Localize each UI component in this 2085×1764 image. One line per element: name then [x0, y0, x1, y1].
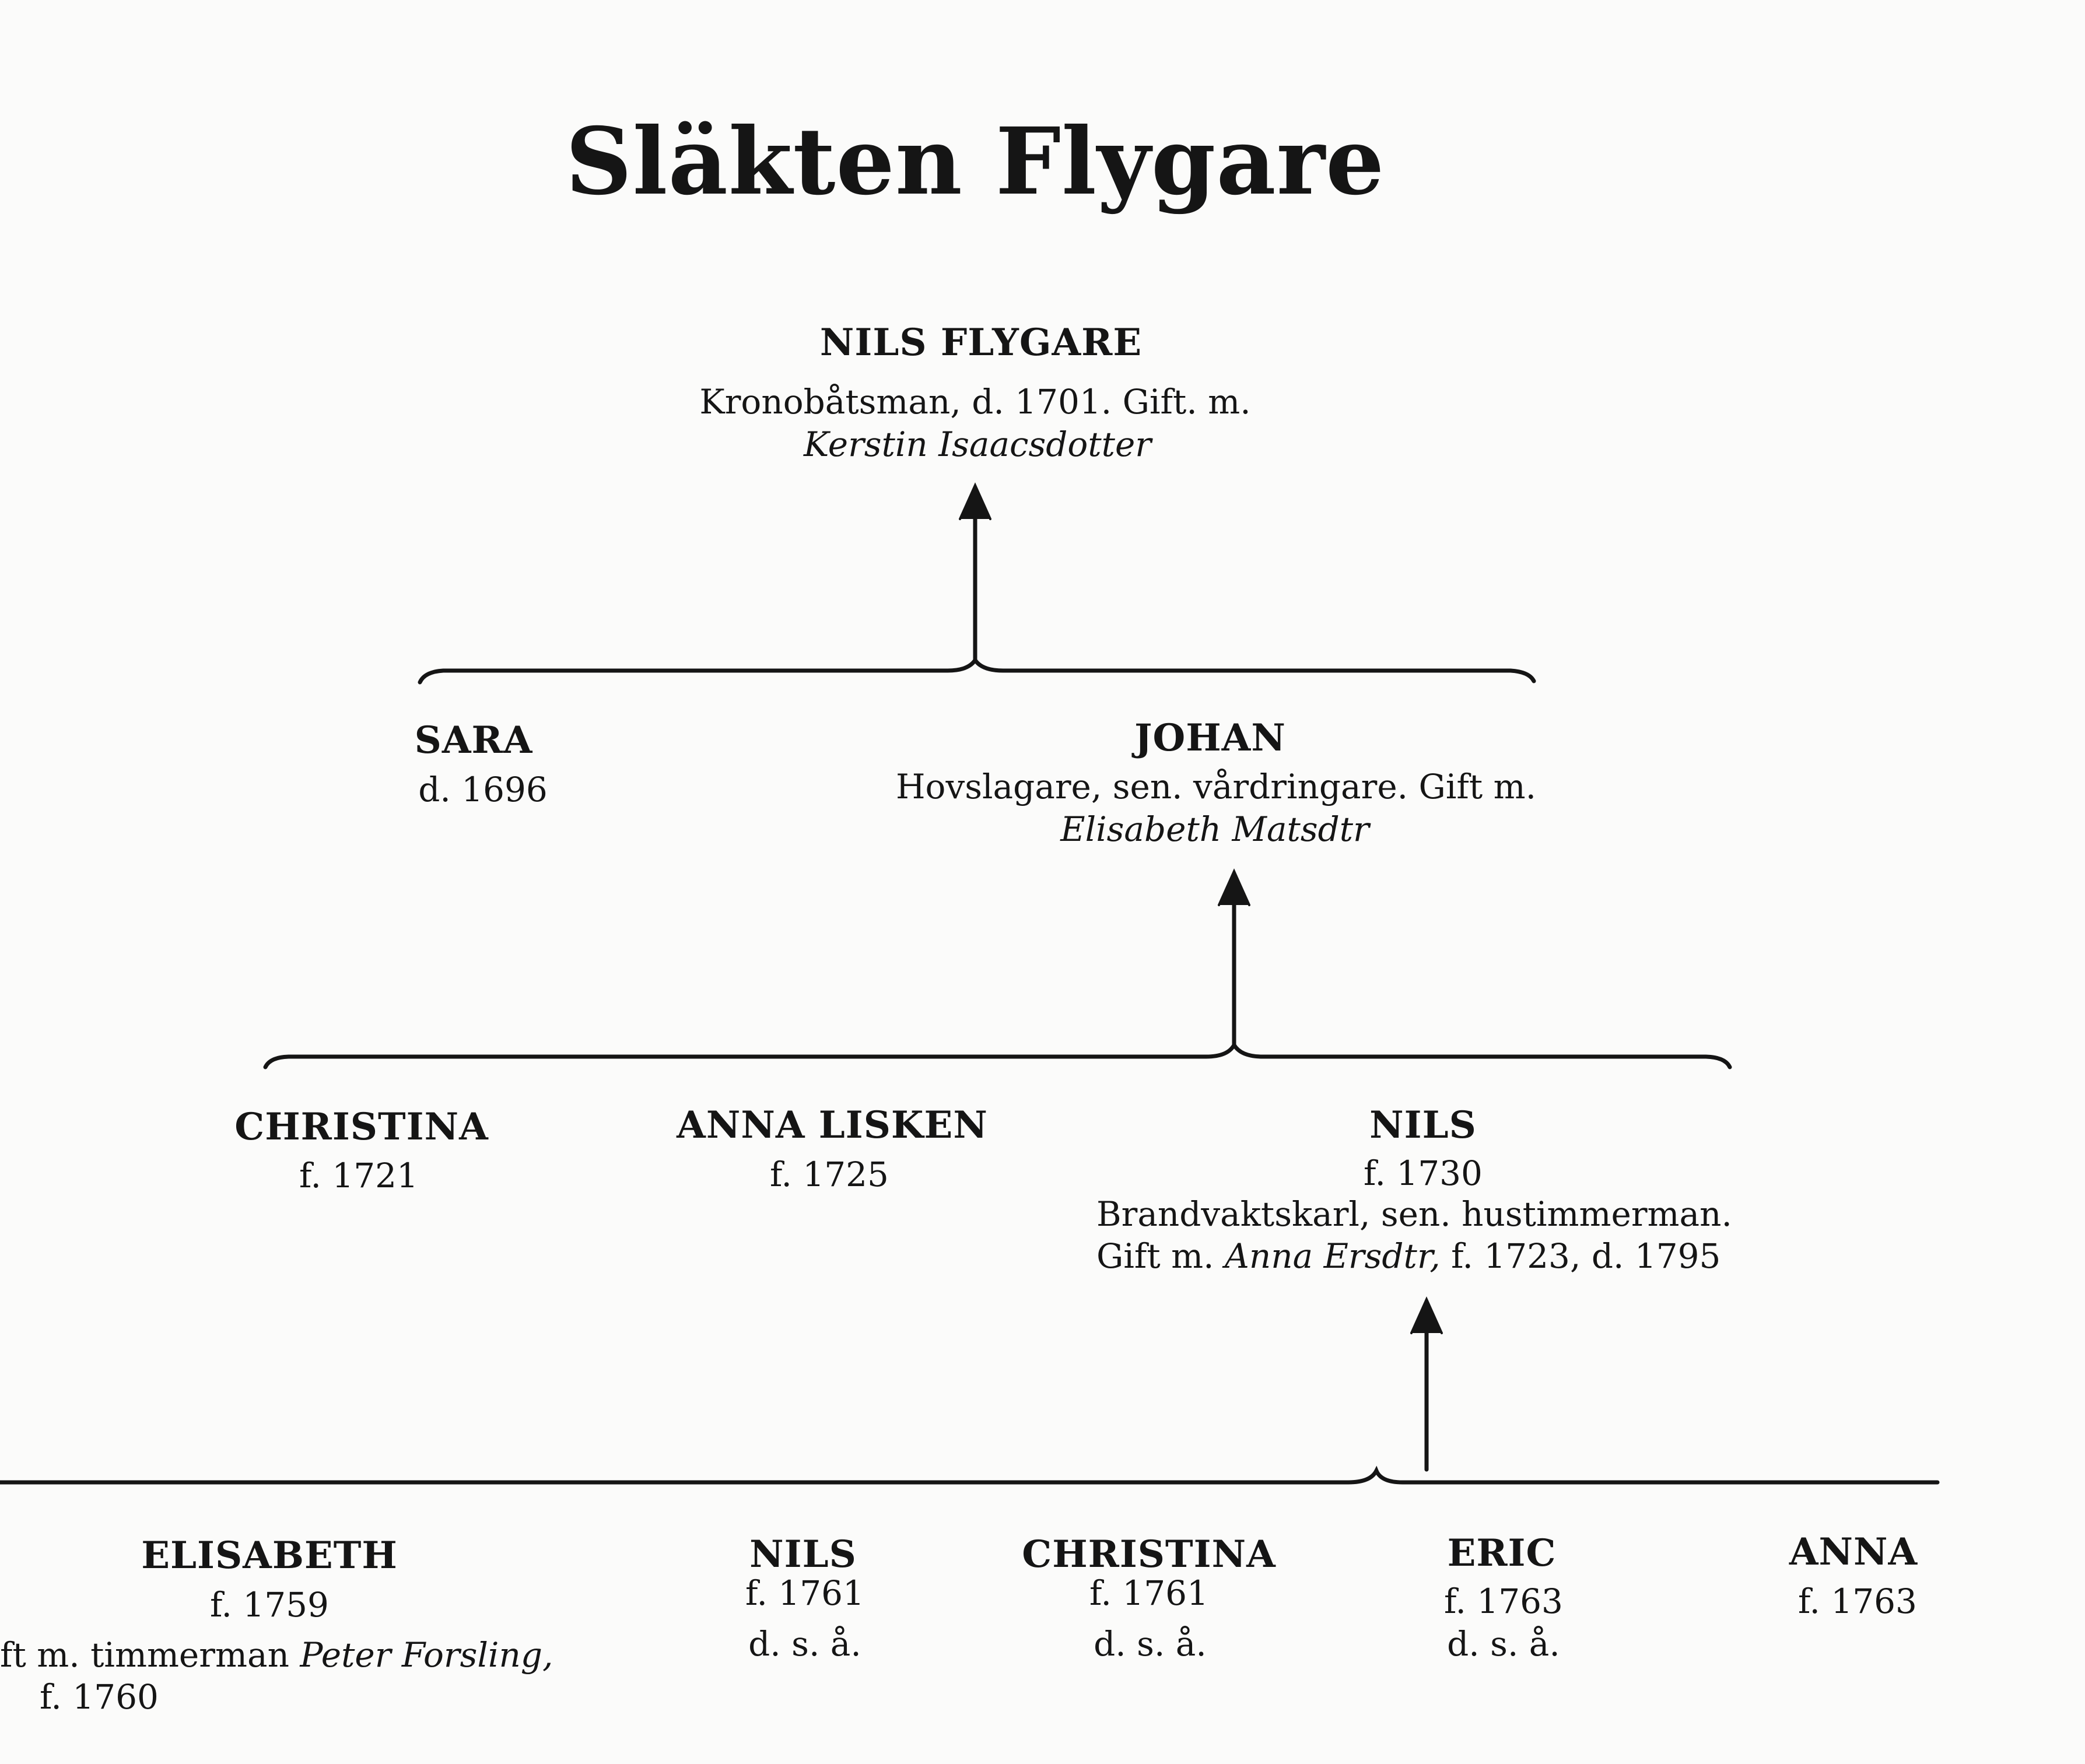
person-details: d. 1696 — [418, 770, 548, 809]
person-details: f. 1761 — [745, 1573, 864, 1613]
brace-generation-2 — [418, 656, 1536, 685]
person-occupation: Brandvaktskarl, sen. hustimmerman. — [1096, 1194, 1732, 1234]
person-name: JOHAN — [1134, 716, 1286, 760]
person-name: SARA — [414, 718, 533, 762]
brace-generation-4 — [0, 1465, 1940, 1485]
page-title: Släkten Flygare — [565, 108, 1385, 216]
spouse-dates: f. 1760 — [40, 1677, 159, 1717]
spouse-name: Elisabeth Matsdtr — [1060, 809, 1369, 849]
person-death: d. s. å. — [1447, 1624, 1560, 1664]
person-name: NILS — [1369, 1103, 1477, 1147]
person-name: NILS — [749, 1532, 857, 1576]
marriage-prefix: Gift m. — [1096, 1236, 1214, 1276]
arrowhead-3 — [1410, 1296, 1443, 1334]
person-death: d. s. å. — [1094, 1624, 1207, 1664]
person-details: Hovslagare, sen. vårdringare. Gift m. — [895, 767, 1537, 806]
arrowhead-1 — [959, 482, 991, 520]
spouse-dates: f. 1723, d. 1795 — [1451, 1236, 1721, 1276]
person-name: ANNA — [1789, 1530, 1918, 1574]
person-name: ANNA LISKEN — [677, 1103, 988, 1147]
person-details: f. 1725 — [770, 1155, 889, 1194]
person-marriage: Gift m. Anna Ersdtr, f. 1723, d. 1795 — [1096, 1236, 1720, 1276]
person-name: CHRISTINA — [1022, 1532, 1276, 1576]
person-details: f. 1761 — [1089, 1573, 1208, 1613]
person-details: f. 1721 — [299, 1156, 418, 1195]
spouse-name: Kerstin Isaacsdotter — [803, 425, 1152, 464]
spouse-name: Peter Forsling, — [300, 1635, 553, 1675]
brace-generation-3 — [263, 1040, 1732, 1069]
person-details: f. 1730 — [1364, 1153, 1483, 1193]
arrowhead-2 — [1218, 868, 1250, 906]
person-name: CHRISTINA — [234, 1105, 489, 1149]
person-name: ERIC — [1447, 1531, 1557, 1575]
person-marriage: ft m. timmerman Peter Forsling, — [0, 1635, 553, 1675]
person-death: d. s. å. — [748, 1624, 861, 1664]
spouse-name: Anna Ersdtr, — [1224, 1236, 1441, 1276]
person-details: Kronobåtsman, d. 1701. Gift. m. — [699, 382, 1251, 422]
person-details: f. 1763 — [1798, 1581, 1917, 1621]
person-details: f. 1763 — [1444, 1581, 1563, 1621]
person-details: f. 1759 — [210, 1585, 329, 1625]
marriage-prefix: ft m. timmerman — [0, 1635, 289, 1675]
person-name: ELISABETH — [141, 1534, 398, 1577]
person-name: NILS FLYGARE — [819, 321, 1143, 364]
